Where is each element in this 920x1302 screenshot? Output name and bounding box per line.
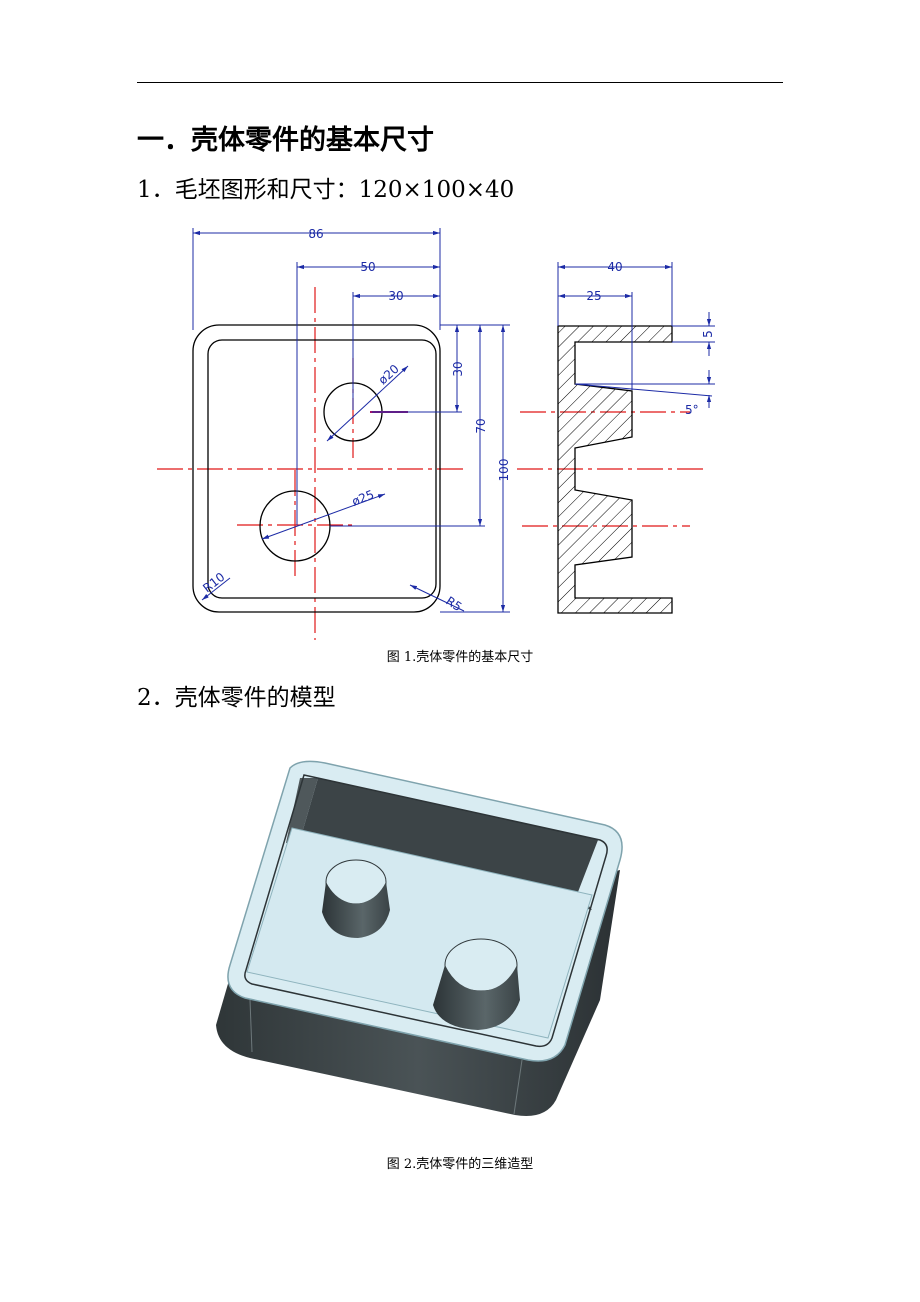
dim-25: 25 xyxy=(586,289,601,303)
model-3d-illustration xyxy=(216,760,623,1116)
subsection-1-title: 1．毛坯图形和尺寸：120×100×40 xyxy=(137,177,515,203)
dim-70: 70 xyxy=(474,418,488,433)
dim-40: 40 xyxy=(607,260,622,274)
dim-r5: R5 xyxy=(443,594,464,614)
section-view xyxy=(557,325,673,614)
figure-2-caption: 图 2.壳体零件的三维造型 xyxy=(386,1157,534,1172)
figure-1-caption: 图 1.壳体零件的基本尺寸 xyxy=(386,650,534,665)
dim-phi25: ø25 xyxy=(350,487,376,508)
dim-86: 86 xyxy=(308,227,323,241)
engineering-drawing: 86 50 30 40 25 5 30 70 100 5° ø20 ø25 R1… xyxy=(157,227,715,640)
dim-5: 5 xyxy=(701,330,715,338)
dim-angle-5deg: 5° xyxy=(685,403,699,417)
subsection-2-title: 2．壳体零件的模型 xyxy=(137,685,336,711)
dimension-lines xyxy=(192,228,715,613)
dim-50: 50 xyxy=(360,260,375,274)
dim-r10: R10 xyxy=(200,570,227,596)
section-heading: 一．壳体零件的基本尺寸 xyxy=(137,125,434,156)
dim-30-vertical: 30 xyxy=(451,361,465,376)
header-rule xyxy=(137,82,783,83)
dim-phi20: ø20 xyxy=(376,362,402,388)
dim-100: 100 xyxy=(497,459,511,482)
dim-30-horizontal: 30 xyxy=(388,289,403,303)
